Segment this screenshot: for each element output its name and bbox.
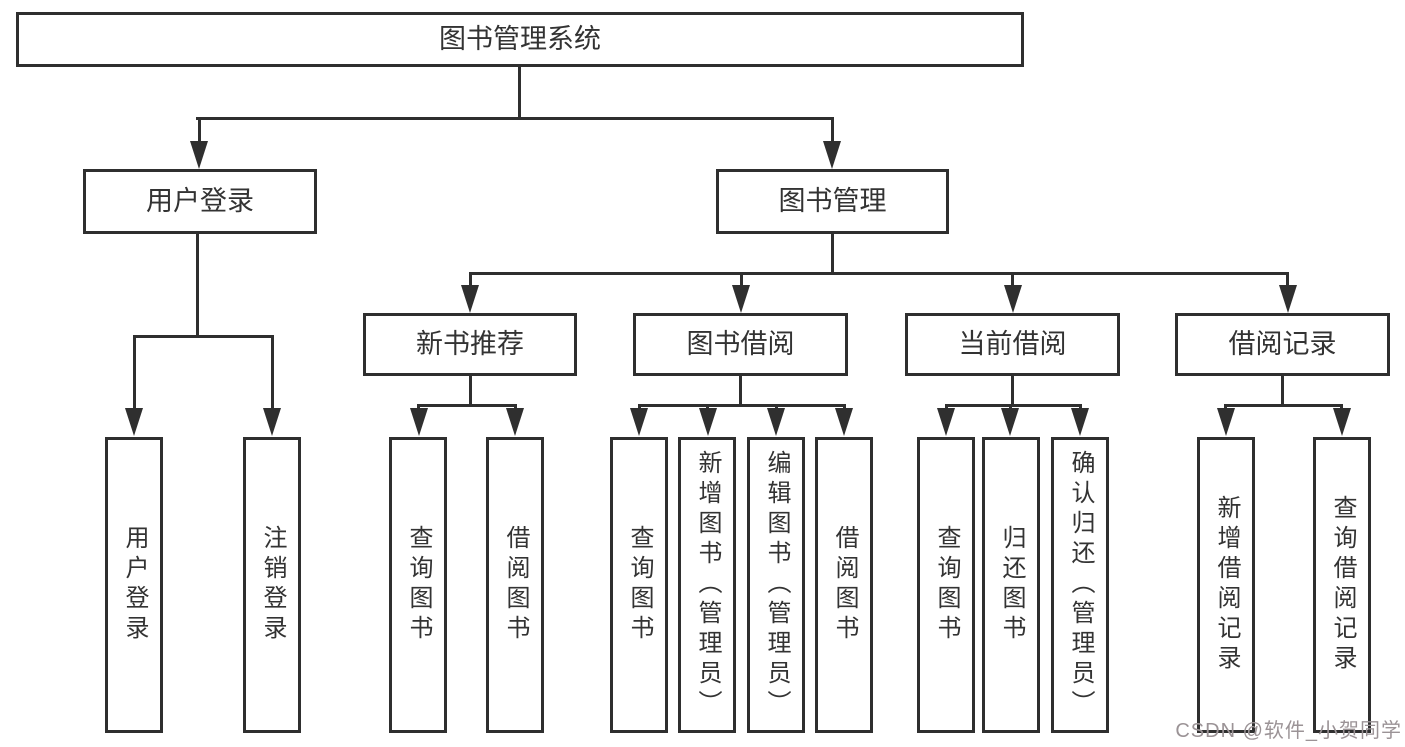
connector-bookborrow-trunk bbox=[739, 374, 742, 406]
connector-level3-drop bbox=[469, 272, 472, 288]
connector-borrowrecords-trunk bbox=[1281, 374, 1284, 406]
leaf-add-books-admin: 新增图书（管理员） bbox=[678, 437, 736, 733]
leaf-query-books-current: 查询图书 bbox=[917, 437, 975, 733]
leaf-logout: 注销登录 bbox=[243, 437, 301, 733]
arrowhead-borrow-records bbox=[1279, 285, 1297, 313]
leaf-confirm-return-admin: 确认归还（管理员） bbox=[1051, 437, 1109, 733]
arrowhead-leaf bbox=[835, 408, 853, 436]
connector-newbooks-hline bbox=[417, 404, 516, 407]
connector-leaf-drop bbox=[133, 335, 136, 412]
connector-user-login-trunk bbox=[196, 232, 199, 337]
arrowhead-book-borrow bbox=[732, 285, 750, 313]
connector-user-leaves-hline bbox=[133, 335, 274, 338]
arrowhead-leaf bbox=[506, 408, 524, 436]
leaf-add-borrow-record: 新增借阅记录 bbox=[1197, 437, 1255, 733]
connector-currentborrow-trunk bbox=[1011, 374, 1014, 406]
arrowhead-leaf bbox=[937, 408, 955, 436]
arrowhead-leaf bbox=[1071, 408, 1089, 436]
leaf-query-borrow-record: 查询借阅记录 bbox=[1313, 437, 1371, 733]
arrowhead-leaf bbox=[699, 408, 717, 436]
leaf-user-login: 用户登录 bbox=[105, 437, 163, 733]
arrowhead-leaf bbox=[630, 408, 648, 436]
connector-leaf-drop bbox=[271, 335, 274, 412]
arrowhead-leaf bbox=[125, 408, 143, 436]
node-book-mgmt: 图书管理 bbox=[716, 169, 949, 234]
connector-user-login-drop bbox=[198, 117, 201, 143]
arrowhead-leaf bbox=[767, 408, 785, 436]
arrowhead-leaf bbox=[1001, 408, 1019, 436]
connector-book-mgmt-drop bbox=[831, 117, 834, 143]
leaf-return-books: 归还图书 bbox=[982, 437, 1040, 733]
leaf-query-books-borrow: 查询图书 bbox=[610, 437, 668, 733]
arrowhead-leaf bbox=[263, 408, 281, 436]
arrowhead-book-mgmt bbox=[823, 141, 841, 169]
node-root: 图书管理系统 bbox=[16, 12, 1024, 67]
connector-level3-drop bbox=[1286, 272, 1289, 288]
watermark: CSDN @软件_小贺同学 bbox=[1175, 720, 1402, 742]
leaf-borrow-books: 借阅图书 bbox=[815, 437, 873, 733]
connector-root-trunk bbox=[518, 65, 521, 120]
leaf-borrow-books-newbooks: 借阅图书 bbox=[486, 437, 544, 733]
node-book-borrow: 图书借阅 bbox=[633, 313, 848, 376]
leaf-edit-books-admin: 编辑图书（管理员） bbox=[747, 437, 805, 733]
node-current-borrow: 当前借阅 bbox=[905, 313, 1120, 376]
node-new-books: 新书推荐 bbox=[363, 313, 577, 376]
connector-level3-drop bbox=[1011, 272, 1014, 288]
connector-currentborrow-hline bbox=[945, 404, 1082, 407]
leaf-query-books-newbooks: 查询图书 bbox=[389, 437, 447, 733]
arrowhead-leaf bbox=[410, 408, 428, 436]
connector-borrowrecords-hline bbox=[1225, 404, 1343, 407]
connector-newbooks-trunk bbox=[469, 374, 472, 406]
node-user-login: 用户登录 bbox=[83, 169, 317, 234]
connector-bookborrow-hline bbox=[638, 404, 845, 407]
connector-book-mgmt-trunk bbox=[831, 232, 834, 275]
node-borrow-records: 借阅记录 bbox=[1175, 313, 1390, 376]
connector-level3-drop bbox=[740, 272, 743, 288]
arrowhead-user-login bbox=[190, 141, 208, 169]
arrowhead-leaf bbox=[1333, 408, 1351, 436]
arrowhead-leaf bbox=[1217, 408, 1235, 436]
arrowhead-current-borrow bbox=[1004, 285, 1022, 313]
connector-level2-hline bbox=[196, 117, 834, 120]
arrowhead-new-books bbox=[461, 285, 479, 313]
connector-level3-hline bbox=[469, 272, 1289, 275]
